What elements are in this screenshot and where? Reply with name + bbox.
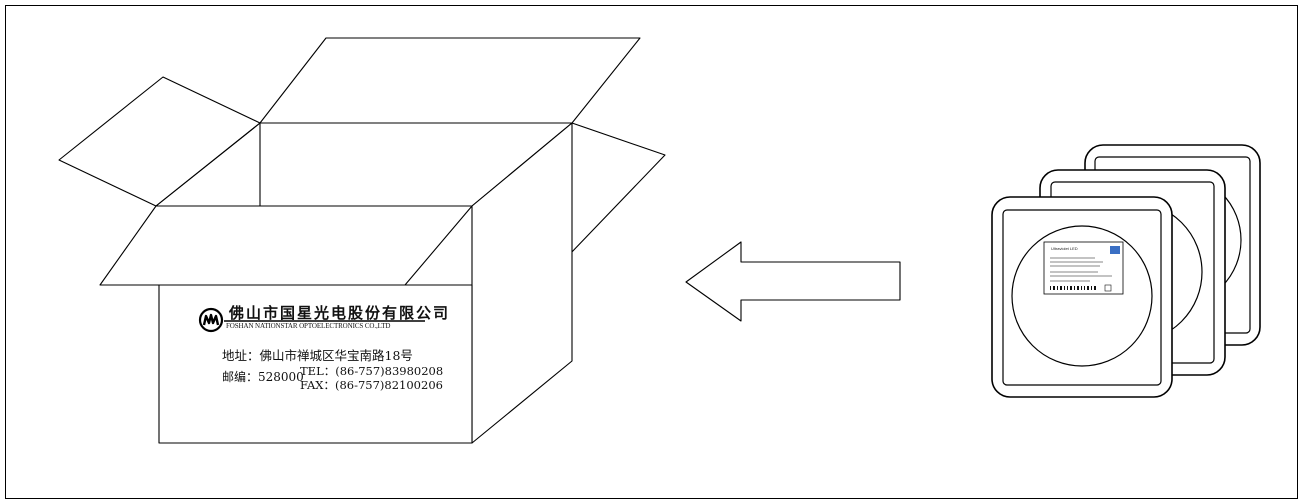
company-name-cn: 佛山市国星光电股份有限公司 [229, 304, 451, 322]
company-postcode: 邮编：528000 [222, 370, 304, 384]
box-front-flap [99, 205, 473, 286]
company-fax: FAX：(86-757)82100206 [300, 378, 443, 392]
shipping-box [58, 37, 666, 444]
reel-stack [991, 144, 1261, 398]
company-address: 地址：佛山市禅城区华宝南路18号 [222, 348, 413, 363]
company-name-en: FOSHAN NATIONSTAR OPTOELECTRONICS CO.,LT… [226, 322, 391, 330]
nationstar-logo-icon [198, 307, 224, 333]
left-arrow-icon [685, 241, 901, 322]
box-back-flap [259, 37, 641, 124]
reel-package-front [991, 196, 1173, 398]
company-tel: TEL：(86-757)83980208 [300, 364, 444, 378]
box-left-flap [58, 76, 261, 207]
box-right-side [471, 122, 573, 444]
label-barcode-bottom [1050, 284, 1112, 292]
diagram-border [5, 5, 1298, 499]
label-barcodes [1050, 257, 1112, 282]
reel-label [1043, 241, 1124, 295]
box-rim [155, 122, 261, 207]
nationstar-logo-icon [1110, 246, 1120, 254]
reel-label-title: Ultraviolet LED [1051, 246, 1078, 251]
